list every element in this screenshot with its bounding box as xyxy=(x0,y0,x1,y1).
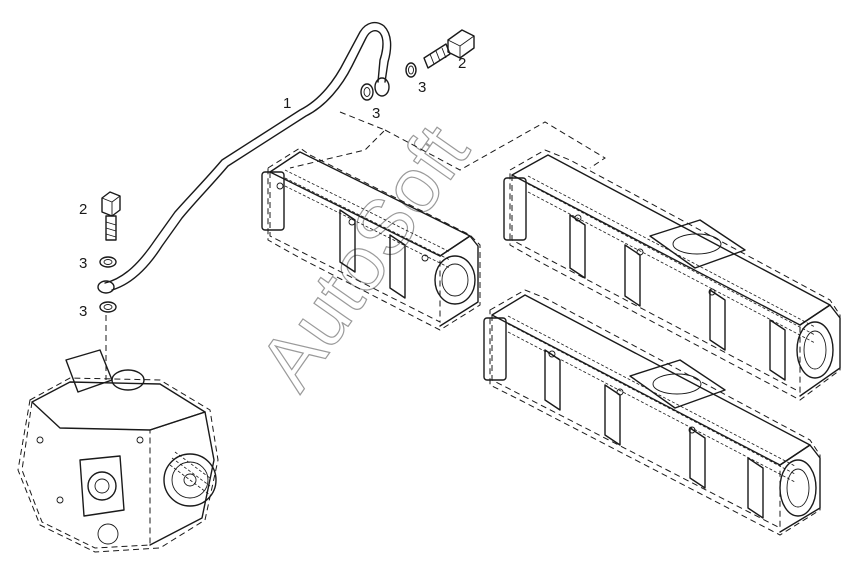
label-washer-left-b: 3 xyxy=(79,303,87,320)
banjo-bolt-top xyxy=(423,29,475,69)
label-washer-top-b: 3 xyxy=(372,105,380,122)
manifold-middle xyxy=(261,147,481,331)
part-labels: 1 2 3 3 2 3 3 xyxy=(79,55,466,320)
label-pipe: 1 xyxy=(283,95,291,112)
banjo-bolt-left xyxy=(101,191,121,241)
assembly-lines xyxy=(105,111,606,380)
label-washer-top-a: 3 xyxy=(418,79,426,96)
manifold-top-right xyxy=(503,149,841,401)
turbo-housing xyxy=(17,349,219,553)
washers-left xyxy=(99,256,117,313)
label-banjo-bolt-top: 2 xyxy=(458,55,466,72)
label-banjo-bolt-left: 2 xyxy=(79,201,87,218)
manifold-bottom-right xyxy=(483,289,821,536)
washers-top xyxy=(360,62,417,101)
label-washer-left-a: 3 xyxy=(79,255,87,272)
oil-pipe xyxy=(97,21,392,294)
